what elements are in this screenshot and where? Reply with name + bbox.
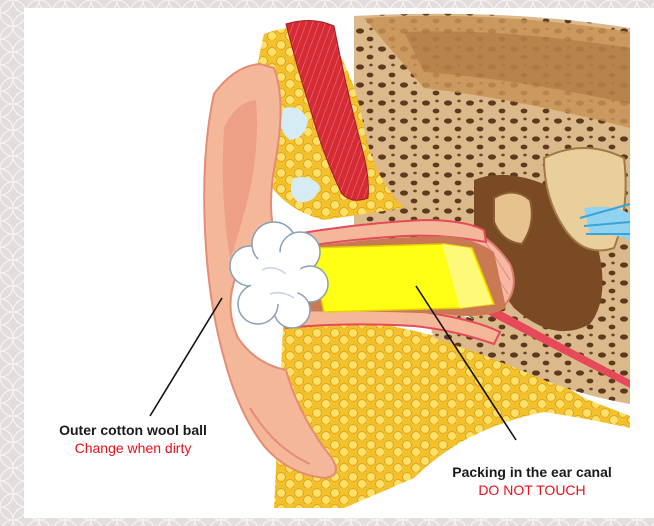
packing-label: Packing in the ear canal DO NOT TOUCH: [420, 463, 644, 499]
cotton-wool-note: Change when dirty: [30, 439, 236, 457]
packing-title: Packing in the ear canal: [420, 463, 644, 481]
cotton-leader-line: [150, 298, 222, 416]
cotton-wool-title: Outer cotton wool ball: [30, 421, 236, 439]
cotton-wool-label: Outer cotton wool ball Change when dirty: [30, 421, 236, 457]
packing-note: DO NOT TOUCH: [420, 481, 644, 499]
